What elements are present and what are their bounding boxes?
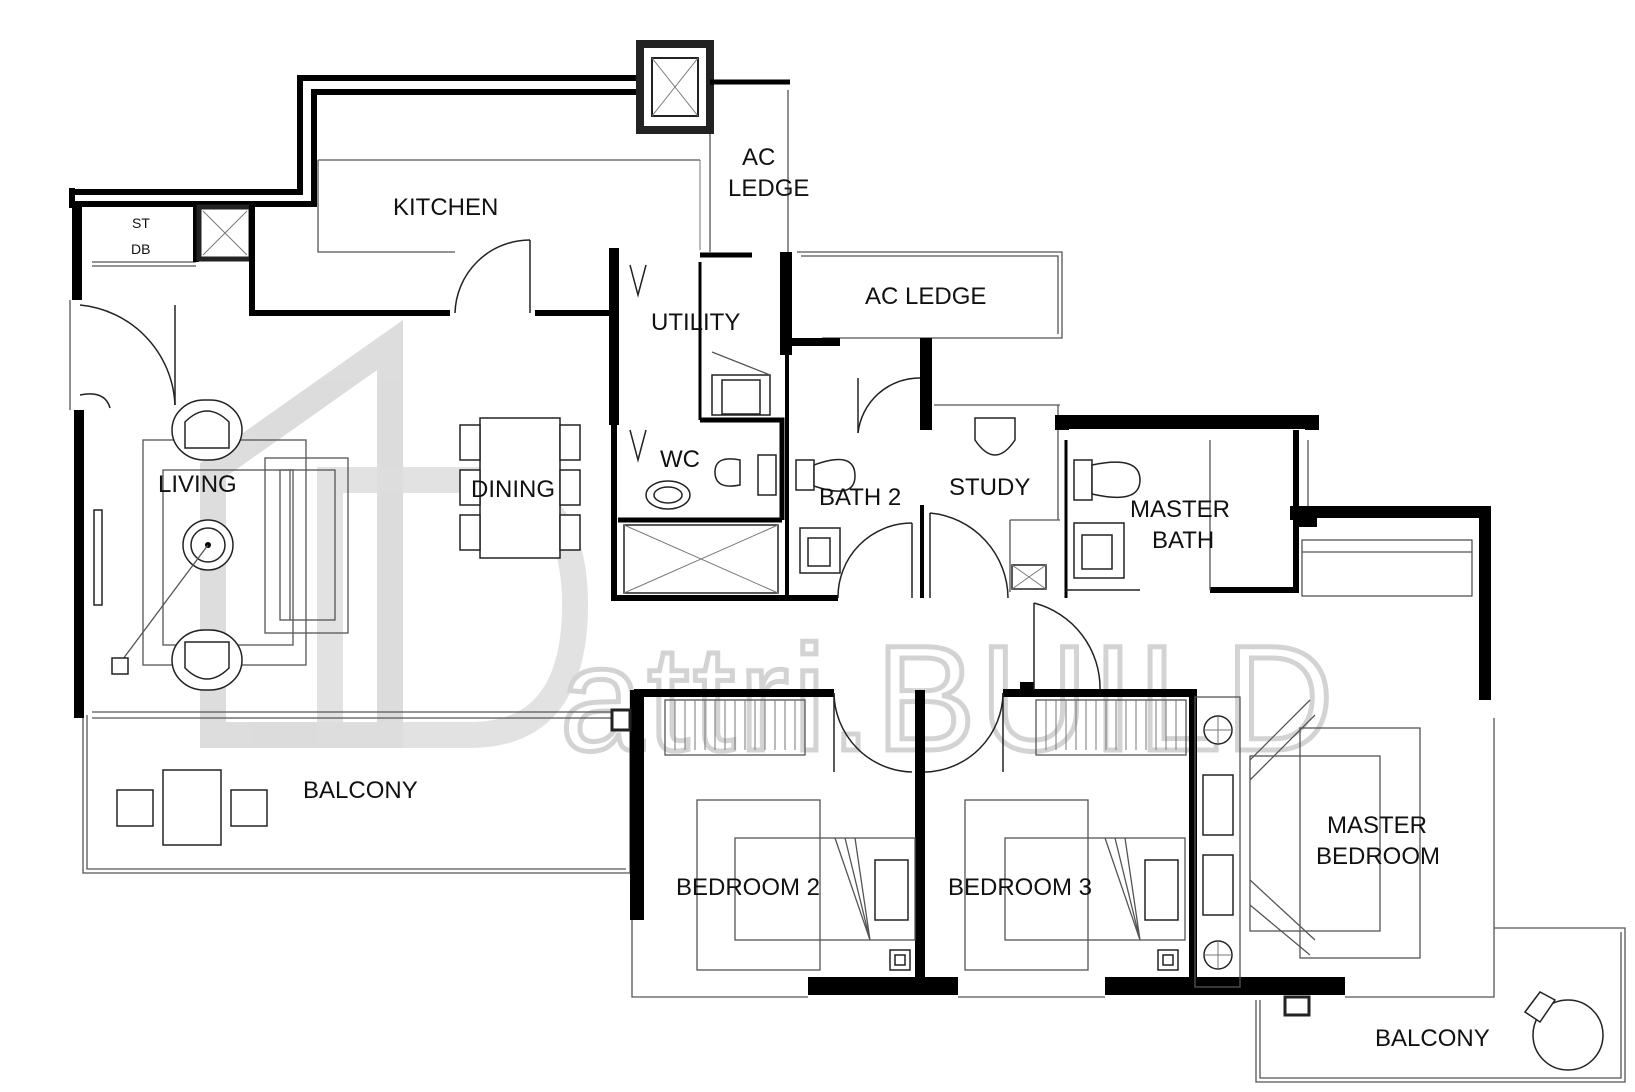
label-utility: UTILITY bbox=[651, 309, 740, 336]
label-master-bedroom-1: MASTER bbox=[1327, 812, 1427, 839]
thin-outlines bbox=[69, 82, 1626, 1083]
label-ac-ledge: AC LEDGE bbox=[865, 283, 986, 310]
label-bedroom-3: BEDROOM 3 bbox=[948, 874, 1092, 901]
label-balcony-main: BALCONY bbox=[303, 777, 418, 804]
label-master-bath-1: MASTER bbox=[1130, 496, 1230, 523]
furniture bbox=[93, 351, 1604, 1071]
label-living: LIVING bbox=[158, 471, 237, 498]
doors bbox=[79, 239, 1101, 773]
label-wc: WC bbox=[660, 446, 700, 473]
label-study: STUDY bbox=[949, 474, 1030, 501]
label-balcony-master: BALCONY bbox=[1375, 1025, 1490, 1052]
walls bbox=[69, 40, 1491, 1017]
label-bedroom-2: BEDROOM 2 bbox=[676, 874, 820, 901]
label-dining: DINING bbox=[471, 476, 555, 503]
label-ac-ledge-top-2: LEDGE bbox=[728, 175, 809, 202]
label-st: ST bbox=[132, 215, 150, 231]
label-master-bedroom-2: BEDROOM bbox=[1316, 843, 1440, 870]
master-wardrobe-top bbox=[1301, 539, 1473, 597]
label-bath-2: BATH 2 bbox=[819, 484, 901, 511]
label-kitchen: KITCHEN bbox=[393, 194, 498, 221]
label-db: DB bbox=[131, 241, 150, 257]
watermark-text: attri.BUILD bbox=[560, 614, 1338, 782]
label-master-bath-2: BATH bbox=[1152, 527, 1214, 554]
room-labels: KITCHEN AC LEDGE AC LEDGE ST DB UTILITY … bbox=[131, 144, 1490, 1052]
label-ac-ledge-top-1: AC bbox=[742, 144, 775, 171]
